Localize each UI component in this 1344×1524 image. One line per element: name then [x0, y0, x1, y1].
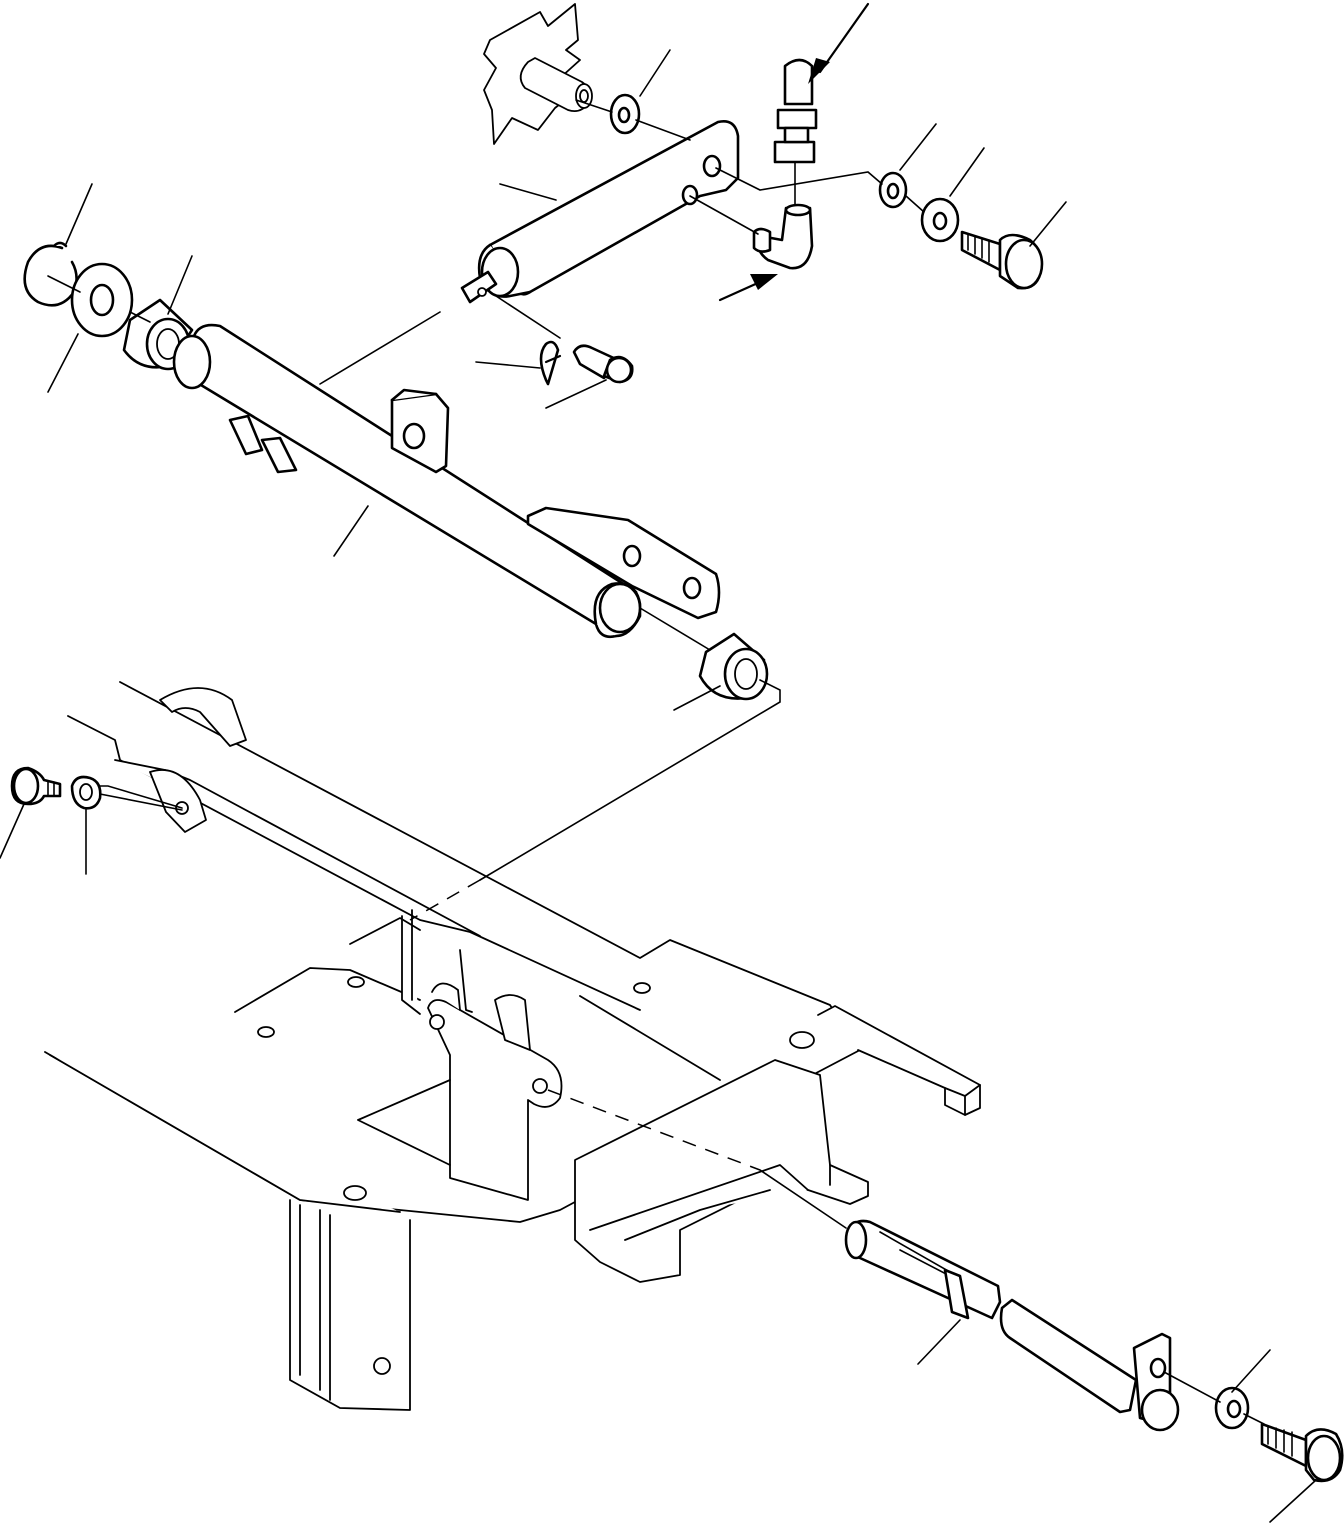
- arrow-icon: [718, 274, 778, 302]
- assembly-lines: [0, 49, 1317, 1523]
- snap-ring: [23, 241, 78, 307]
- frame: [44, 681, 981, 1411]
- arrow-icon: [808, 2, 870, 84]
- washer: [920, 197, 960, 243]
- bushing-right: [698, 632, 769, 701]
- bolt: [960, 230, 1044, 290]
- spring-washer: [878, 171, 908, 209]
- bracket-bolt: [10, 766, 62, 806]
- elbow-fitting: [752, 203, 814, 270]
- cotter-pin: [539, 340, 562, 386]
- lever-arm: [460, 120, 740, 304]
- mounting-stub: [483, 3, 593, 145]
- washer: [1214, 1386, 1250, 1430]
- pin: [572, 344, 634, 384]
- nut: [70, 775, 102, 810]
- washer: [609, 93, 641, 135]
- washer: [70, 262, 134, 338]
- rod: [844, 1219, 1180, 1432]
- bolt: [1260, 1422, 1344, 1483]
- shaft-tube: [172, 323, 721, 639]
- grease-fitting: [773, 58, 818, 207]
